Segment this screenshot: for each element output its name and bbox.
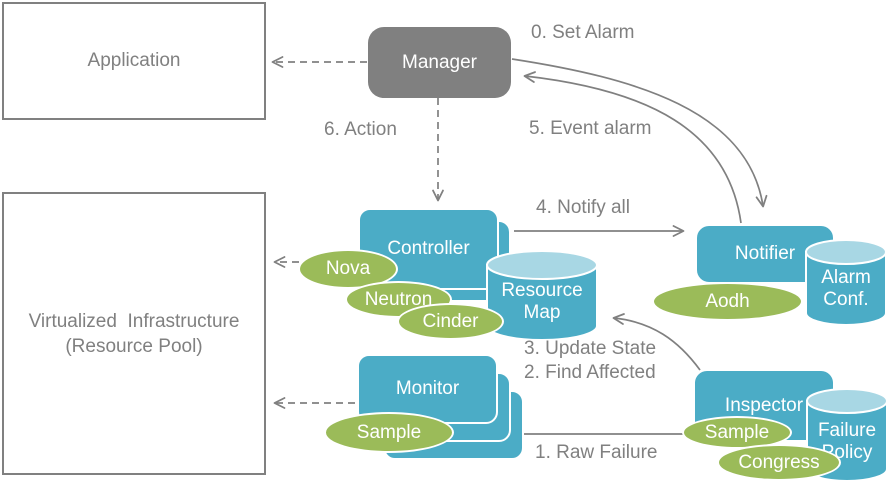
controller-label: Controller (387, 238, 470, 259)
monitor-label: Monitor (395, 378, 460, 399)
application-label: Application (87, 50, 181, 71)
aodh-ellipse: Aodh (652, 282, 803, 321)
arc-update-state (612, 313, 701, 371)
vi-label-line1: Virtualized Infrastructure (28, 310, 240, 332)
alarm-conf-cylinder (805, 239, 887, 326)
label-event-alarm: 5. Event alarm (529, 118, 652, 139)
label-action: 6. Action (324, 119, 397, 140)
arc-set-alarm (511, 58, 768, 208)
manager-box: Manager (368, 27, 511, 98)
notifier-label: Notifier (734, 243, 796, 264)
label-update-state: 3. Update State (524, 338, 657, 359)
cinder-ellipse: Cinder (397, 303, 504, 340)
congress-ellipse: Congress (717, 444, 841, 481)
label-set-alarm: 0. Set Alarm (531, 22, 635, 43)
arc-event-alarm (523, 71, 742, 224)
label-find-affected: 2. Find Affected (524, 362, 656, 383)
monitor-sample-ellipse: Sample (324, 412, 454, 453)
label-notify-all: 4. Notify all (536, 197, 630, 218)
manager-label: Manager (402, 51, 477, 73)
vi-label-line2: (Resource Pool) (65, 335, 203, 357)
label-raw-failure: 1. Raw Failure (535, 442, 658, 463)
inspector-label: Inspector (724, 394, 804, 416)
application-box: Application (2, 2, 266, 120)
resource-map-cylinder (486, 250, 598, 341)
virtualized-infrastructure-box: Virtualized Infrastructure (Resource Poo… (2, 192, 266, 475)
